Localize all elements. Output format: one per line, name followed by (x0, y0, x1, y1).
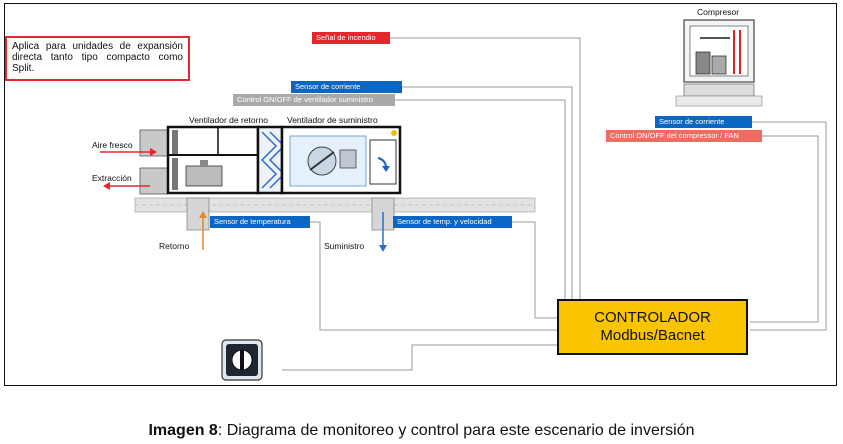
return-fan-label: Ventilador de retorno (189, 115, 268, 125)
compressor-onoff-tag: Control ON/OFF del compressor / FAN (606, 130, 762, 142)
extraction-label: Extracción (92, 173, 132, 183)
temp-sensor-tag: Sensor de temperatura (210, 216, 310, 228)
caption-label: Imagen 8 (148, 422, 218, 439)
fresh-air-label: Aire fresco (92, 140, 133, 150)
temp-speed-sensor-tag: Sensor de temp. y velocidad (393, 216, 512, 228)
application-note: Aplica para unidades de expansión direct… (5, 36, 190, 81)
wire-supply-fan-onoff (395, 99, 566, 302)
return-label: Retorno (159, 241, 190, 251)
wire-current-sensor-1 (402, 86, 573, 302)
current-sensor-tag-1: Sensor de corriente (291, 81, 402, 93)
signal-wires (282, 37, 827, 371)
supply-label: Suministro (324, 241, 365, 251)
airflow-arrows (100, 148, 387, 252)
supply-fan-onoff-tag: Control ON/OFF de ventilador suministro (233, 94, 395, 106)
controller-box: CONTROLADOR Modbus/Bacnet (557, 299, 748, 355)
caption-text: : Diagrama de monitoreo y control para e… (217, 422, 695, 439)
wire-current-sensor-2 (750, 121, 827, 331)
selector-switch-icon (221, 339, 263, 381)
wire-compressor-onoff (750, 135, 819, 323)
supply-fan-label: Ventilador de suministro (287, 115, 378, 125)
controller-line-1: CONTROLADOR (594, 309, 711, 326)
wire-fire-signal (390, 37, 581, 302)
current-sensor-tag-2: Sensor de corriente (655, 116, 752, 128)
air-handling-unit (134, 125, 536, 231)
wire-selector-switch (282, 344, 557, 371)
wire-temp-speed-sensor (512, 221, 557, 319)
compressor-unit (675, 19, 763, 107)
figure-caption: Imagen 8: Diagrama de monitoreo y contro… (0, 422, 843, 440)
compressor-label: Compresor (697, 7, 740, 17)
controller-line-2: Modbus/Bacnet (600, 327, 705, 344)
diagram-frame (4, 3, 837, 386)
fire-signal-tag: Señal de incendio (312, 32, 390, 44)
wire-temp-sensor (310, 221, 557, 331)
